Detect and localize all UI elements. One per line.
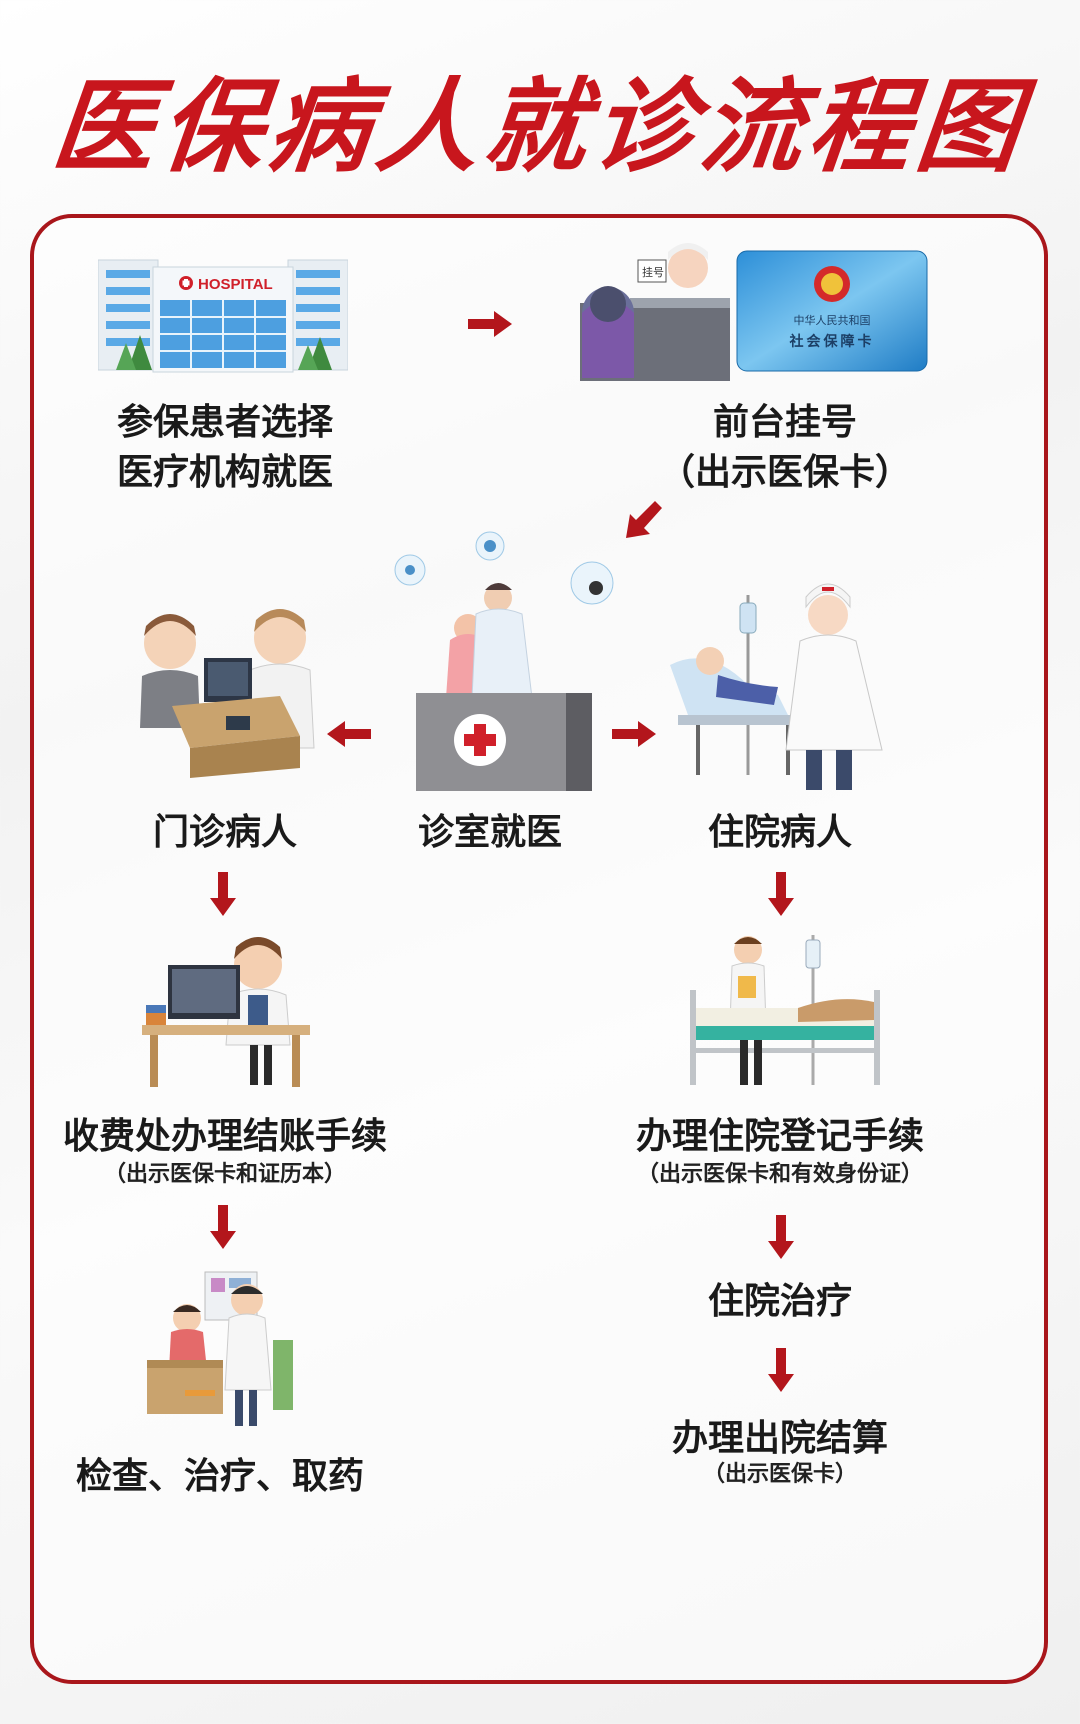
hospital-sign-text: HOSPITAL [198,276,273,293]
arrow-down-left-icon [626,501,662,538]
node-clinic-label: 诊室就医 [417,812,562,853]
node-register-line2: （出示医保卡） [658,452,911,493]
node-choose-line2: 医疗机构就医 [116,452,333,493]
node-outpatient-label: 门诊病人 [152,812,297,853]
cashier-desk-icon [142,937,310,1087]
social-security-card-icon: 中华人民共和国 社会保障卡 [736,250,928,372]
node-discharge-note: （出示医保卡） [702,1462,857,1487]
node-billing-note: （出示医保卡和证历本） [103,1162,346,1187]
arrow-down-icon [210,872,236,916]
node-register-line1: 前台挂号 [712,402,857,443]
hospital-bed-icon [690,935,880,1085]
svg-text:挂号: 挂号 [642,265,664,279]
node-discharge-label: 办理出院结算 [671,1418,888,1459]
node-inpatient-label: 住院病人 [707,812,852,853]
card-country-text: 中华人民共和国 [794,313,871,327]
page-title: 医保病人就诊流程图 [46,68,1032,187]
arrow-down-icon [768,872,794,916]
card-name-text: 社会保障卡 [789,333,875,350]
node-choose-line1: 参保患者选择 [116,402,333,443]
node-billing-label: 收费处办理结账手续 [62,1116,387,1157]
node-exam-label: 检查、治疗、取药 [75,1456,364,1497]
node-admission-note: （出示医保卡和有效身份证） [636,1162,923,1187]
arrow-left-icon [327,721,371,747]
arrow-down-icon [768,1348,794,1392]
nurse-bed-icon [670,583,883,790]
arrow-right-icon [468,311,512,337]
node-admission-label: 办理住院登记手续 [635,1116,924,1157]
hospital-building-icon: HOSPITAL [98,259,348,373]
arrow-right-icon [612,721,656,747]
reception-desk-icon: 挂号 [580,243,730,381]
arrow-down-icon [768,1215,794,1259]
examination-icon [147,1271,293,1426]
flowchart-frame [30,214,1048,1684]
doctor-patient-desk-icon [140,609,315,778]
arrow-down-icon [210,1205,236,1249]
node-treatment-label: 住院治疗 [707,1281,852,1322]
doctor-clinic-icon [394,531,614,791]
